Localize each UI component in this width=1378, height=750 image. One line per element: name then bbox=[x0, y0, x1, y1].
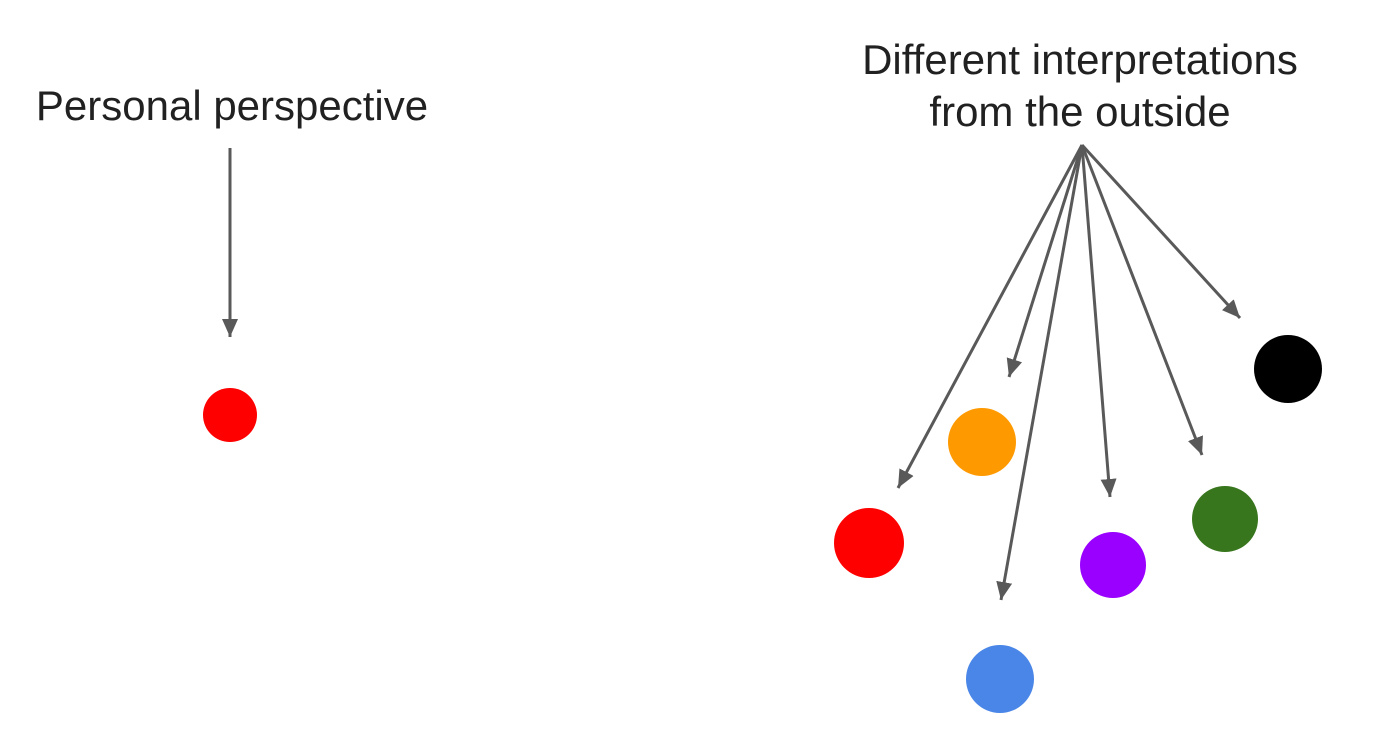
interpretation-dot-green bbox=[1192, 486, 1258, 552]
personal-dot-red bbox=[203, 388, 257, 442]
interpretation-dot-red bbox=[834, 508, 904, 578]
arrow-to-black-dot bbox=[1080, 143, 1242, 320]
interpretation-dot-black bbox=[1254, 335, 1322, 403]
personal-perspective-label: Personal perspective bbox=[35, 82, 429, 129]
outside-label-line1: Different interpretations bbox=[862, 36, 1298, 83]
arrow-to-blue-dot bbox=[996, 144, 1084, 601]
arrow-to-purple-dot bbox=[1080, 144, 1117, 498]
arrow-to-orange-dot bbox=[1006, 144, 1084, 378]
interpretation-dot-purple bbox=[1080, 532, 1146, 598]
interpretation-dot-blue bbox=[966, 645, 1034, 713]
outside-interpretations-label: Different interpretations from the outsi… bbox=[862, 34, 1298, 138]
interpretation-dot-orange bbox=[948, 408, 1016, 476]
arrow-to-green-dot bbox=[1080, 144, 1204, 456]
outside-label-line2: from the outside bbox=[929, 88, 1231, 135]
arrow-to-red-dot bbox=[896, 144, 1084, 489]
